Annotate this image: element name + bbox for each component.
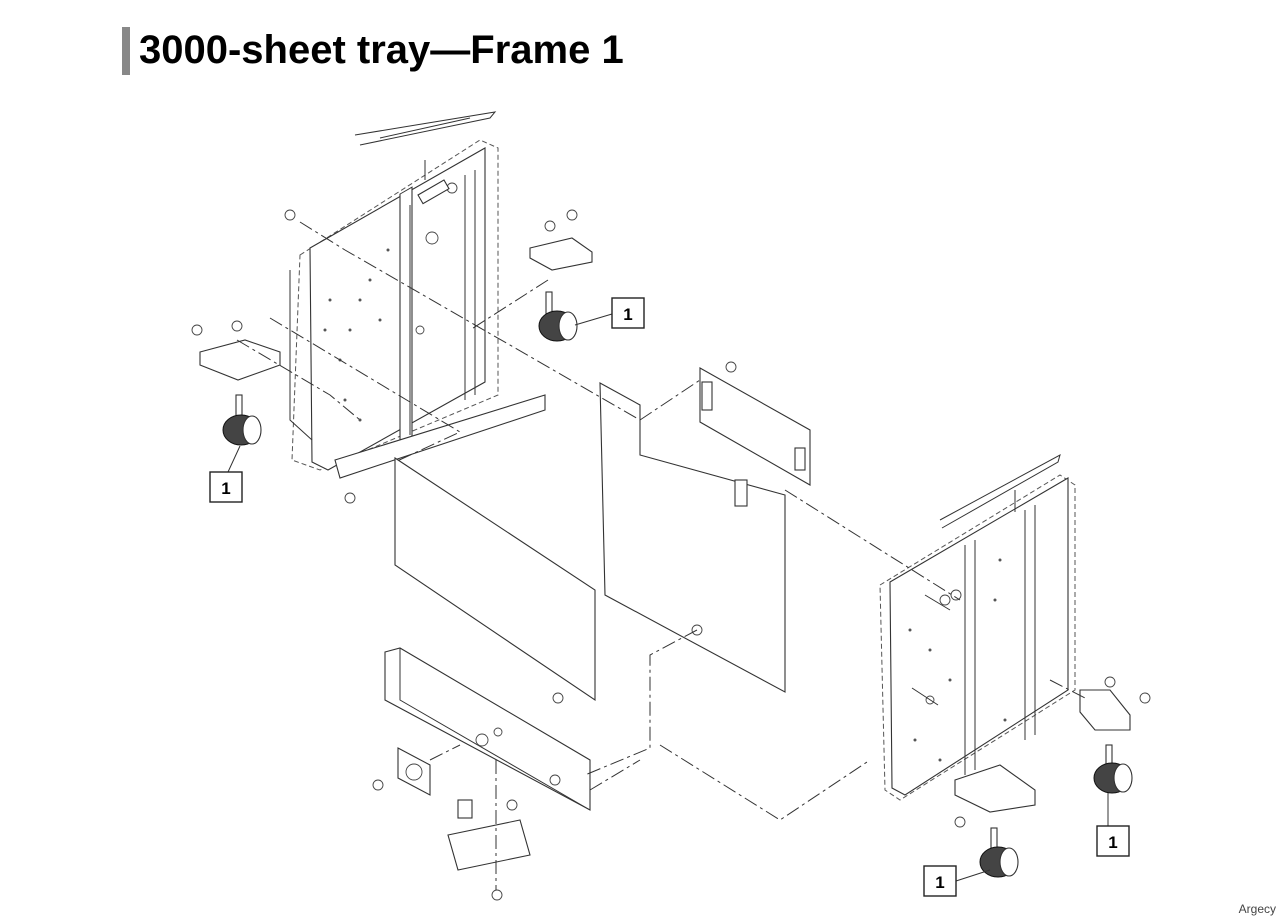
caster-wheel — [979, 827, 1019, 878]
callout-label: 1 — [623, 305, 632, 324]
center-panels — [394, 367, 811, 702]
watermark: Argecy — [1238, 902, 1276, 916]
front-bottom-beam — [384, 647, 591, 871]
callout-1: 1 — [1096, 793, 1130, 857]
mounting-brackets — [199, 237, 1131, 813]
page-title: 3000-sheet tray—Frame 1 — [139, 28, 624, 72]
callout-1: 1 — [574, 297, 645, 329]
caster-wheel — [222, 394, 262, 446]
left-side-frame — [289, 111, 546, 479]
title-accent-bar — [122, 27, 130, 75]
callout-label: 1 — [221, 479, 230, 498]
callout-label: 1 — [1108, 833, 1117, 852]
callout-1: 1 — [923, 865, 991, 897]
callout-label: 1 — [935, 873, 944, 892]
assembly-lines — [236, 221, 1086, 890]
caster-wheel — [538, 291, 578, 342]
screws — [191, 209, 1151, 901]
callout-1: 1 — [209, 445, 243, 503]
right-side-frame — [879, 453, 1076, 801]
caster-wheel — [1093, 744, 1133, 794]
